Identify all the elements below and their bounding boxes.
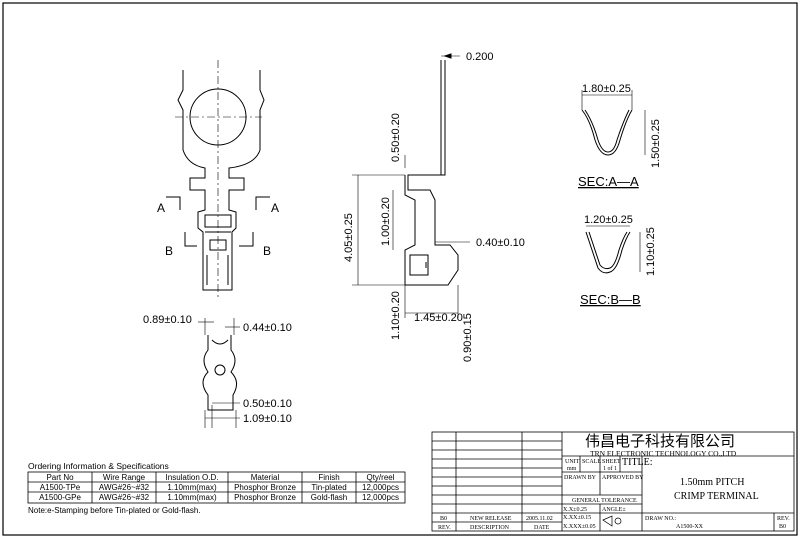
section-aa-width: 1.80±0.25 xyxy=(582,83,631,95)
projection-symbol xyxy=(602,515,622,527)
ordering-header-cell: Part No xyxy=(46,473,74,482)
section-bb-height: 1.10±0.25 xyxy=(645,227,657,276)
section-aa-outer xyxy=(581,109,633,156)
dim-thickness: 0.200 xyxy=(466,51,494,63)
top-view xyxy=(166,60,270,300)
title-line1: 1.50mm PITCH xyxy=(680,477,744,488)
section-bb-width: 1.20±0.25 xyxy=(584,214,633,226)
contact-window xyxy=(209,239,227,251)
rev-value: B0 xyxy=(779,524,786,530)
ordering-table xyxy=(27,471,406,504)
section-bb-drawing xyxy=(585,225,641,274)
dim-lower: 1.10±0.20 xyxy=(390,291,402,340)
section-a-marker-left xyxy=(166,196,181,210)
ordering-cells: Part No Wire Range Insulation O.D. Material… xyxy=(39,473,399,502)
contact-spring xyxy=(409,254,429,276)
section-aa-drawing xyxy=(581,90,646,156)
scale-label: SCALE xyxy=(582,459,601,465)
section-a-label-left: A xyxy=(157,201,165,215)
drawing-no-label: DRAW NO.: xyxy=(645,516,676,522)
dim-gap: 0.40±0.10 xyxy=(476,237,525,249)
ordering-cell: A1500-TPe xyxy=(40,483,81,492)
section-b-label-right: B xyxy=(263,244,271,258)
title-line2: CRIMP TERMINAL xyxy=(674,491,759,502)
dim-bottom-width: 1.45±0.20 xyxy=(414,312,463,324)
rev-label: REV. xyxy=(777,516,790,522)
section-bb-label: SEC:B—B xyxy=(580,292,641,307)
terminal-outline xyxy=(177,70,265,291)
section-bb-inner xyxy=(588,231,628,270)
contact-inner-hole xyxy=(214,364,226,376)
ordering-cell: 12,000pcs xyxy=(362,493,399,502)
tolerance-1: X.X±0.25 xyxy=(563,507,587,513)
contact-profile xyxy=(202,335,237,411)
tolerance-2: X.XX±0.15 xyxy=(563,515,591,521)
ordering-title: Ordering Information & Specifications xyxy=(28,461,169,471)
unit-label: UNIT xyxy=(565,459,580,465)
contact-inner-top xyxy=(211,339,229,345)
ordering-header-cell: Finish xyxy=(318,473,339,482)
ordering-header-cell: Wire Range xyxy=(103,473,146,482)
section-aa-inner xyxy=(584,109,630,153)
dim-bv-left: 0.89±0.10 xyxy=(143,314,192,326)
unit-value: mm xyxy=(567,466,577,472)
section-a-label-right: A xyxy=(271,201,279,215)
ordering-header-cell: Qty/reel xyxy=(366,473,394,482)
crimp-slot xyxy=(204,214,232,228)
dim-middle: 1.00±0.20 xyxy=(380,197,392,246)
ordering-note: Note:e-Stamping before Tin-plated or Gol… xyxy=(28,506,201,515)
general-tolerance-label: GENERAL TOLERANCE xyxy=(572,498,637,504)
ordering-cell: AWG#26~#32 xyxy=(99,483,150,492)
description-header: DESCRIPTION xyxy=(470,525,510,531)
date-header: DATE xyxy=(534,525,550,531)
ordering-cell: 1.10mm(max) xyxy=(167,493,217,502)
ordering-cell: 12,000pcs xyxy=(362,483,399,492)
section-b-marker-right xyxy=(239,232,254,247)
ordering-cell: A1500-GPe xyxy=(39,493,81,502)
section-aa-label: SEC:A—A xyxy=(578,174,639,189)
rev-header: REV. xyxy=(438,525,451,531)
title-block xyxy=(431,431,795,532)
new-release: NEW RELEASE xyxy=(470,516,512,522)
rev-code: B0 xyxy=(440,516,447,522)
ordering-header-cell: Insulation O.D. xyxy=(166,473,219,482)
ordering-cell: 1.10mm(max) xyxy=(167,483,217,492)
company-cn: 伟昌电子科技有限公司 xyxy=(585,432,735,450)
thickness-arrow xyxy=(443,53,452,59)
dim-bv-right: 0.44±0.10 xyxy=(243,322,292,334)
dim-bv-inner: 0.50±0.10 xyxy=(243,398,292,410)
dim-upper: 0.50±0.20 xyxy=(390,113,402,162)
tolerance-3: X.XXX±0.05 xyxy=(563,524,596,530)
drawing-no: A1500-XX xyxy=(676,524,704,530)
dim-bv-outer: 1.09±0.10 xyxy=(243,413,292,425)
ordering-cell: Phosphor Bronze xyxy=(234,483,296,492)
section-a-marker-right xyxy=(255,196,270,210)
section-b-label-left: B xyxy=(165,244,173,258)
sheet-label: SHEET xyxy=(602,459,621,465)
section-bb-outer xyxy=(585,231,631,274)
company-en: TRN ELECTRONIC TECHNOLOGY CO.,LTD xyxy=(590,449,737,458)
ordering-cell: Gold-flash xyxy=(311,493,347,502)
terminal-profile xyxy=(404,60,459,286)
title-label: TITLE: xyxy=(622,457,653,468)
bottom-view xyxy=(198,318,240,428)
ordering-cell: Tin-plated xyxy=(311,483,346,492)
section-b-marker-left xyxy=(184,232,197,247)
drawn-by-label: DRAWN BY xyxy=(564,475,597,481)
dim-tail: 0.90±0.15 xyxy=(462,313,474,362)
side-view xyxy=(352,53,470,318)
section-aa-height: 1.50±0.25 xyxy=(650,119,662,168)
sheet-value: 1 of 1 xyxy=(603,465,617,472)
release-date: 2005.11.02 xyxy=(526,516,553,522)
approved-by-label: APPROVED BY xyxy=(602,475,644,481)
angle-label: ANGLE± xyxy=(602,507,626,513)
ordering-header-cell: Material xyxy=(251,473,280,482)
ordering-cell: Phosphor Bronze xyxy=(234,493,296,502)
dim-total: 4.05±0.25 xyxy=(343,213,355,262)
ordering-cell: AWG#26~#32 xyxy=(99,493,150,502)
